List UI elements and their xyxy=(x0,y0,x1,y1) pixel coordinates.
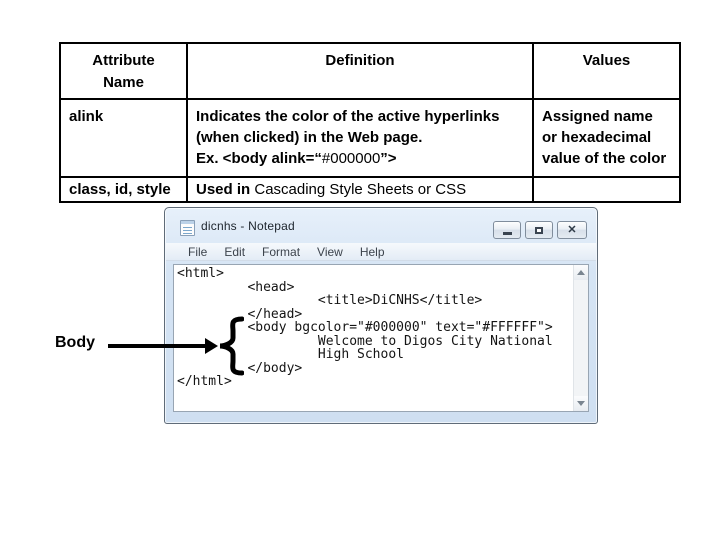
table-header-definition: Definition xyxy=(186,42,534,100)
definition-cell: Indicates the color of the active hyperl… xyxy=(186,98,534,178)
definition-cell: Used in Cascading Style Sheets or CSS xyxy=(186,176,534,203)
table-row: alink Indicates the color of the active … xyxy=(59,98,681,178)
restore-button[interactable] xyxy=(525,221,553,239)
minimize-icon xyxy=(502,232,512,235)
menu-item-format[interactable]: Format xyxy=(262,244,301,259)
code-line: </html> xyxy=(177,374,232,389)
table-header-values: Values xyxy=(532,42,681,100)
minimize-button[interactable] xyxy=(493,221,521,239)
attribute-name-cell: class, id, style xyxy=(59,176,188,203)
arrow-head-icon xyxy=(205,338,218,354)
definition-prefix: Used in xyxy=(196,181,255,198)
left-brace-icon xyxy=(212,316,245,376)
table-row: class, id, style Used in Cascading Style… xyxy=(59,176,681,203)
vertical-scrollbar[interactable] xyxy=(573,265,588,411)
code-line: <body bgcolor="#000000" text="#FFFFFF"> xyxy=(177,320,553,335)
menu-bar: File Edit Format View Help xyxy=(166,243,596,261)
title-bar[interactable]: dicnhs - Notepad ✕ xyxy=(165,208,597,243)
menu-item-view[interactable]: View xyxy=(317,244,343,259)
code-line: </head> xyxy=(177,306,303,322)
definition-example-suffix: ”> xyxy=(380,150,397,167)
triangle-up-icon xyxy=(577,270,585,275)
scroll-down-button[interactable] xyxy=(574,396,588,411)
header-label: Attribute Name xyxy=(92,52,155,91)
code-line: <html> xyxy=(177,266,224,281)
body-label: Body xyxy=(55,334,95,351)
window-controls: ✕ xyxy=(493,221,587,239)
attributes-table: Attribute Name Definition Values alink I… xyxy=(59,42,681,203)
code-line: High School xyxy=(177,347,404,362)
definition-text: Indicates the color of the active hyperl… xyxy=(196,108,500,146)
menu-item-file[interactable]: File xyxy=(188,244,208,259)
definition-rest: Cascading Style Sheets or CSS xyxy=(254,181,467,198)
editor-area: <html> <head> <title>DiCNHS</title> </he… xyxy=(173,264,589,412)
code-area[interactable]: <html> <head> <title>DiCNHS</title> </he… xyxy=(174,265,573,411)
menu-item-edit[interactable]: Edit xyxy=(224,244,246,259)
window-title: dicnhs - Notepad xyxy=(201,219,295,233)
menu-item-help[interactable]: Help xyxy=(359,244,385,259)
table-header-row: Attribute Name Definition Values xyxy=(59,42,681,100)
code-line: Welcome to Digos City National xyxy=(177,333,553,349)
table-header-attribute-name: Attribute Name xyxy=(59,42,188,100)
attribute-name-cell: alink xyxy=(59,98,188,178)
values-cell xyxy=(532,176,681,203)
arrow-line xyxy=(108,344,208,348)
definition-example-prefix: Ex. <body alink=“ xyxy=(196,150,322,167)
header-label: Definition xyxy=(325,52,395,69)
triangle-down-icon xyxy=(577,401,585,406)
notepad-window: dicnhs - Notepad ✕ File Edit Format View… xyxy=(164,207,598,424)
notepad-icon xyxy=(180,220,195,236)
scroll-up-button[interactable] xyxy=(574,265,588,280)
restore-icon xyxy=(535,226,543,234)
close-button[interactable]: ✕ xyxy=(557,221,587,239)
values-cell: Assigned name or hexadecimal value of th… xyxy=(532,98,681,178)
code-line: <title>DiCNHS</title> xyxy=(177,293,483,308)
code-line: </body> xyxy=(177,360,303,376)
definition-example-value: #000000 xyxy=(321,150,381,167)
code-line: <head> xyxy=(177,279,295,295)
header-label: Values xyxy=(582,52,631,69)
close-icon: ✕ xyxy=(567,223,577,236)
